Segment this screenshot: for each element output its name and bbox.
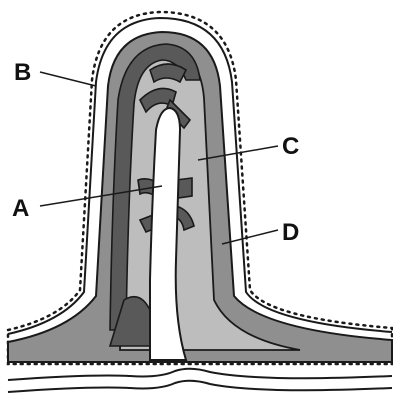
label-c: C — [282, 133, 299, 160]
label-b: B — [14, 59, 31, 86]
base-membrane — [8, 369, 392, 392]
label-a: A — [12, 195, 29, 222]
leader-line-b — [40, 72, 96, 86]
label-d: D — [282, 219, 299, 246]
